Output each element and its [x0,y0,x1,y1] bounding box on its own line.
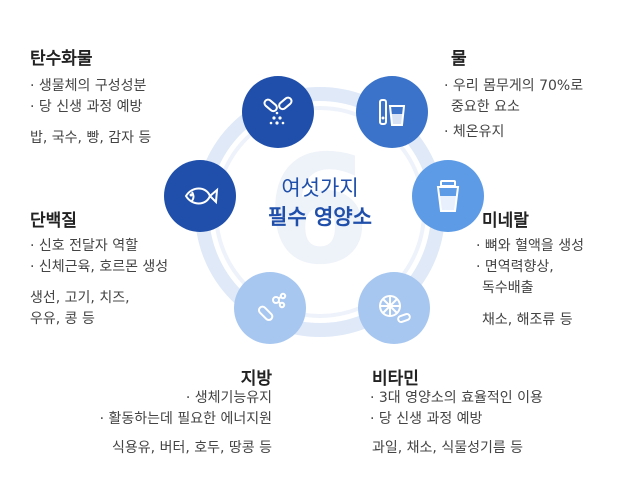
fat-bullet-1: · 생체기능유지 [185,390,272,406]
protein-bullet-2: · 신체근육, 호르몬 생성 [30,259,169,275]
mineral-bullet-3: 독수배출 [482,280,534,296]
mineral-foods: 채소, 해조류 등 [482,312,573,328]
water-bullet-3: · 체온유지 [444,124,505,140]
carbs-bullet-2: · 당 신생 과정 예방 [30,99,143,115]
center-title-line2: 필수 영양소 [268,205,372,229]
carbs-bullet-1: · 생물체의 구성성분 [30,78,147,94]
fish-icon [184,187,219,205]
capsule-pills-icon [263,96,293,125]
water-bullet-1: · 우리 몸무게의 70%로 [444,78,584,94]
protein-foods-1: 생선, 고기, 치즈, [30,290,130,306]
vitamin-foods: 과일, 채소, 식물성기름 등 [372,440,524,456]
node-vitamin [358,272,430,344]
node-fat [234,272,306,344]
center-disc [250,135,390,275]
shaker-bottle-icon [436,180,460,212]
center-watermark: 6 [266,124,370,298]
vitamin-bullet-1: · 3대 영양소의 효율적인 이용 [370,390,543,406]
node-mineral [412,160,484,232]
fat-foods: 식용유, 버터, 호두, 땅콩 등 [112,440,272,456]
node-protein [164,160,236,232]
protein-foods-2: 우유, 콩 등 [30,311,95,327]
fat-title: 지방 [240,369,272,389]
carbs-title: 탄수화물 [30,49,93,69]
mineral-title: 미네랄 [482,211,529,231]
node-water [356,76,428,148]
vitamin-title: 비타민 [372,369,419,389]
water-title: 물 [451,49,467,69]
protein-bullet-1: · 신호 전달자 역할 [30,238,138,254]
water-bullet-2: 중요한 요소 [451,99,520,115]
vitamin-bullet-2: · 당 신생 과정 예방 [370,411,483,427]
oil-molecule-icon [257,292,287,322]
protein-title: 단백질 [30,211,77,231]
fat-bullet-2: · 활동하는데 필요한 에너지원 [99,411,272,427]
center-title-line1: 여섯가지 [281,176,359,200]
carbs-foods: 밥, 국수, 빵, 감자 등 [30,130,152,146]
mineral-bullet-2: · 면역력향상, [476,259,554,275]
node-carbs [242,76,314,148]
mineral-bullet-1: · 뼈와 혈액을 생성 [476,238,584,254]
citrus-vitamin-icon [379,295,411,324]
water-glass-icon [379,99,406,126]
